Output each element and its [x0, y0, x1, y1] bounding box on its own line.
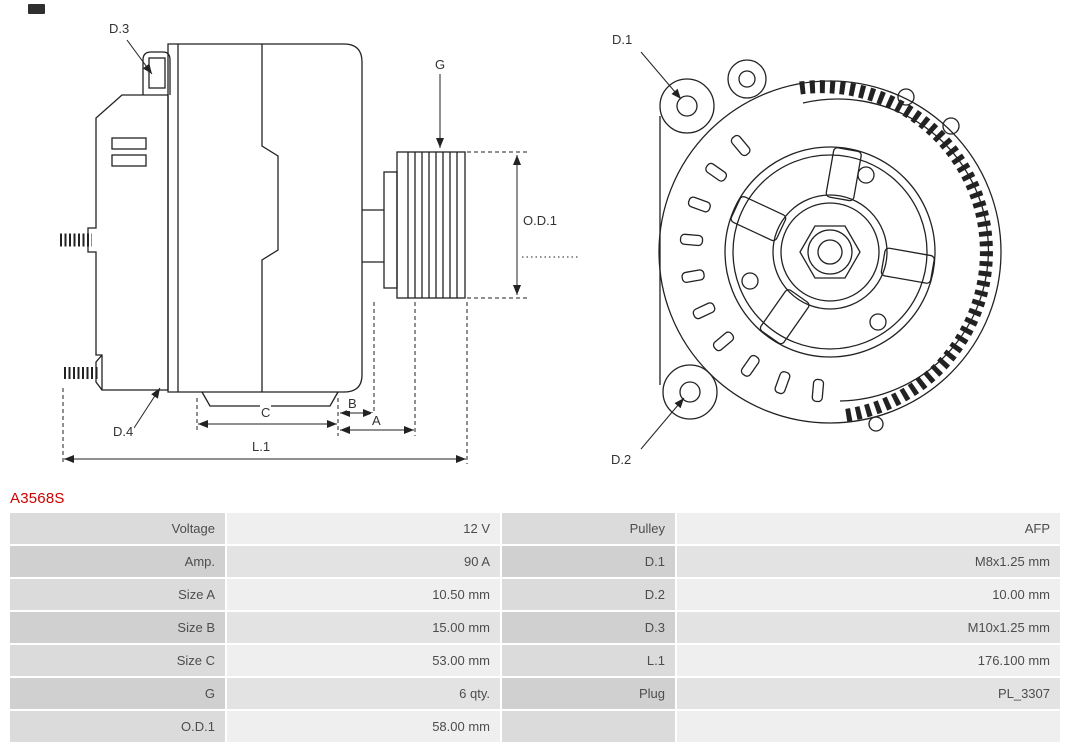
- spec-value: M8x1.25 mm: [677, 546, 1060, 577]
- spec-label: D.3: [502, 612, 675, 643]
- spec-value: PL_3307: [677, 678, 1060, 709]
- table-row: Size B 15.00 mm D.3 M10x1.25 mm: [10, 612, 1060, 643]
- spec-label: [502, 711, 675, 742]
- alternator-drawing: [60, 39, 1002, 464]
- dim-label-d1: D.1: [611, 32, 634, 47]
- spec-label: L.1: [502, 645, 675, 676]
- spec-label: Pulley: [502, 513, 675, 544]
- dim-label-b: B: [347, 396, 358, 411]
- spec-label: Size A: [10, 579, 225, 610]
- table-row: Size A 10.50 mm D.2 10.00 mm: [10, 579, 1060, 610]
- spec-value: 12 V: [227, 513, 500, 544]
- rear-view: [658, 59, 1002, 432]
- spec-label: Amp.: [10, 546, 225, 577]
- dim-label-g: G: [434, 57, 447, 72]
- dim-label-od1: O.D.1: [522, 213, 558, 228]
- dim-label-d3: D.3: [108, 21, 131, 36]
- table-row: G 6 qty. Plug PL_3307: [10, 678, 1060, 709]
- table-row: Size C 53.00 mm L.1 176.100 mm: [10, 645, 1060, 676]
- dim-label-d2: D.2: [610, 452, 633, 467]
- spec-value: 10.00 mm: [677, 579, 1060, 610]
- spec-value: 10.50 mm: [227, 579, 500, 610]
- dim-label-c: C: [260, 405, 272, 420]
- spec-value: 176.100 mm: [677, 645, 1060, 676]
- spec-value: 15.00 mm: [227, 612, 500, 643]
- vent-slots: [679, 134, 825, 403]
- table-row: O.D.1 58.00 mm: [10, 711, 1060, 742]
- spec-value: 58.00 mm: [227, 711, 500, 742]
- corner-artifact: [28, 4, 45, 14]
- dim-label-d4: D.4: [112, 424, 135, 439]
- side-view: [60, 43, 466, 407]
- spec-label: Size C: [10, 645, 225, 676]
- dim-label-l1: L.1: [251, 439, 272, 454]
- spec-label: D.1: [502, 546, 675, 577]
- spec-label: Plug: [502, 678, 675, 709]
- spec-value: [677, 711, 1060, 742]
- spec-value: 53.00 mm: [227, 645, 500, 676]
- part-number: A3568S: [10, 490, 65, 507]
- table-row: Amp. 90 A D.1 M8x1.25 mm: [10, 546, 1060, 577]
- rear-view-leaders: [640, 51, 685, 450]
- side-view-dimensions: [62, 39, 580, 464]
- spec-label: Size B: [10, 612, 225, 643]
- spec-value: 6 qty.: [227, 678, 500, 709]
- spec-label: D.2: [502, 579, 675, 610]
- spec-label: O.D.1: [10, 711, 225, 742]
- dim-label-a: A: [371, 413, 382, 428]
- technical-diagram: D.3 G D.1 O.D.1 D.4 C B A L.1 D.2: [28, 4, 1002, 467]
- spec-value: M10x1.25 mm: [677, 612, 1060, 643]
- spec-label: Voltage: [10, 513, 225, 544]
- table-row: Voltage 12 V Pulley AFP: [10, 513, 1060, 544]
- spec-value: 90 A: [227, 546, 500, 577]
- spec-label: G: [10, 678, 225, 709]
- spec-value: AFP: [677, 513, 1060, 544]
- spec-table: Voltage 12 V Pulley AFP Amp. 90 A D.1 M8…: [10, 513, 1060, 742]
